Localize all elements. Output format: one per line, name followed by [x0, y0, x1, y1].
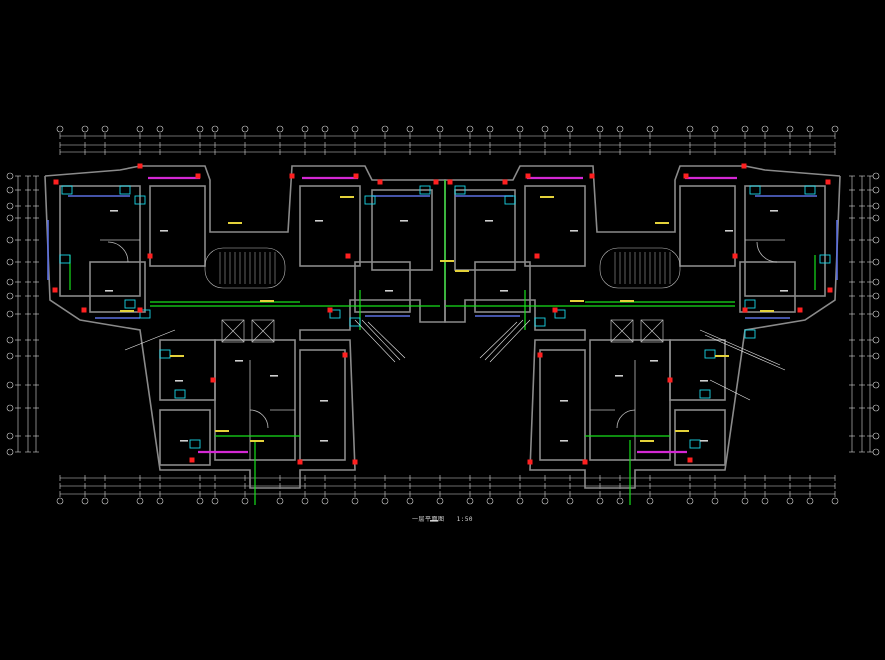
plumbing-fixtures [59, 185, 831, 449]
column-markers [52, 163, 833, 465]
drawing-caption: 一层平面图 1:50 [0, 514, 885, 523]
magenta-ducts [148, 176, 737, 454]
room-labels [105, 210, 788, 522]
stair-treads [219, 252, 671, 284]
window-lines [47, 195, 838, 319]
caption-title: 一层平面图 [411, 516, 445, 523]
elevator-cross-icon [221, 319, 664, 343]
annotation-marks [120, 196, 774, 442]
building-walls [44, 165, 841, 489]
leader-lines [124, 319, 786, 401]
partition-walls [100, 239, 785, 460]
stair-hatch-icon [204, 247, 681, 289]
water-pipes [69, 180, 816, 505]
caption-scale: 1:50 [456, 516, 474, 523]
dimension-ticks [15, 133, 873, 497]
grid-axis-bubbles [6, 125, 880, 505]
